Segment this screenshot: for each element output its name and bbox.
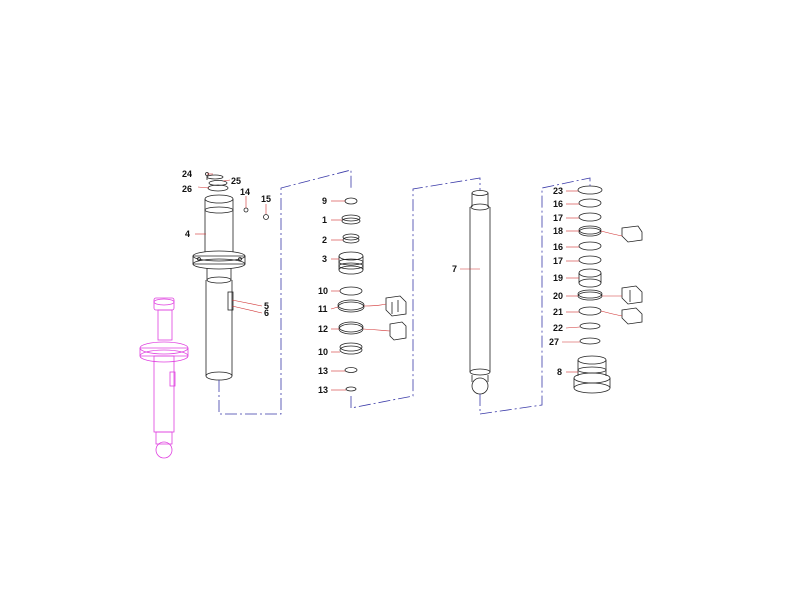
barrel-assembly [192, 172, 269, 381]
callout-12: 12 [318, 324, 329, 334]
callout-4: 4 [185, 229, 191, 239]
callout-9: 9 [322, 196, 328, 206]
seal-stack [337, 197, 407, 392]
callout-18: 18 [553, 226, 564, 236]
callout-23: 23 [553, 186, 564, 196]
callout-22: 22 [553, 323, 564, 333]
callout-14: 14 [240, 187, 251, 197]
callout-5: 5 [264, 301, 270, 311]
callout-19: 19 [553, 273, 564, 283]
callout-2: 2 [322, 235, 328, 245]
callout-17-lower: 17 [553, 256, 564, 266]
assembly-dashed-lines [218, 169, 591, 415]
callout-1: 1 [322, 215, 328, 225]
callout-25: 25 [231, 176, 242, 186]
callout-15: 15 [261, 194, 272, 204]
callout-16-lower: 16 [553, 242, 564, 252]
callout-16-upper: 16 [553, 199, 564, 209]
callout-3: 3 [322, 254, 328, 264]
callout-13-lower: 13 [318, 385, 329, 395]
callout-27: 27 [549, 337, 560, 347]
callout-leader-lines [195, 173, 623, 391]
callout-24: 24 [182, 169, 193, 179]
ghost-cylinder-outline [139, 297, 189, 459]
callout-7: 7 [452, 264, 458, 274]
gland-seal-stack [573, 185, 643, 394]
callout-8: 8 [557, 367, 563, 377]
callout-6: 6 [264, 308, 270, 318]
callout-26: 26 [182, 184, 193, 194]
callout-20: 20 [553, 291, 564, 301]
callout-13-upper: 13 [318, 366, 329, 376]
piston-rod [469, 190, 491, 395]
callout-21: 21 [553, 307, 564, 317]
callout-10-upper: 10 [318, 286, 329, 296]
callout-17-upper: 17 [553, 213, 564, 223]
callout-11: 11 [318, 304, 328, 314]
callout-10-lower: 10 [318, 347, 329, 357]
